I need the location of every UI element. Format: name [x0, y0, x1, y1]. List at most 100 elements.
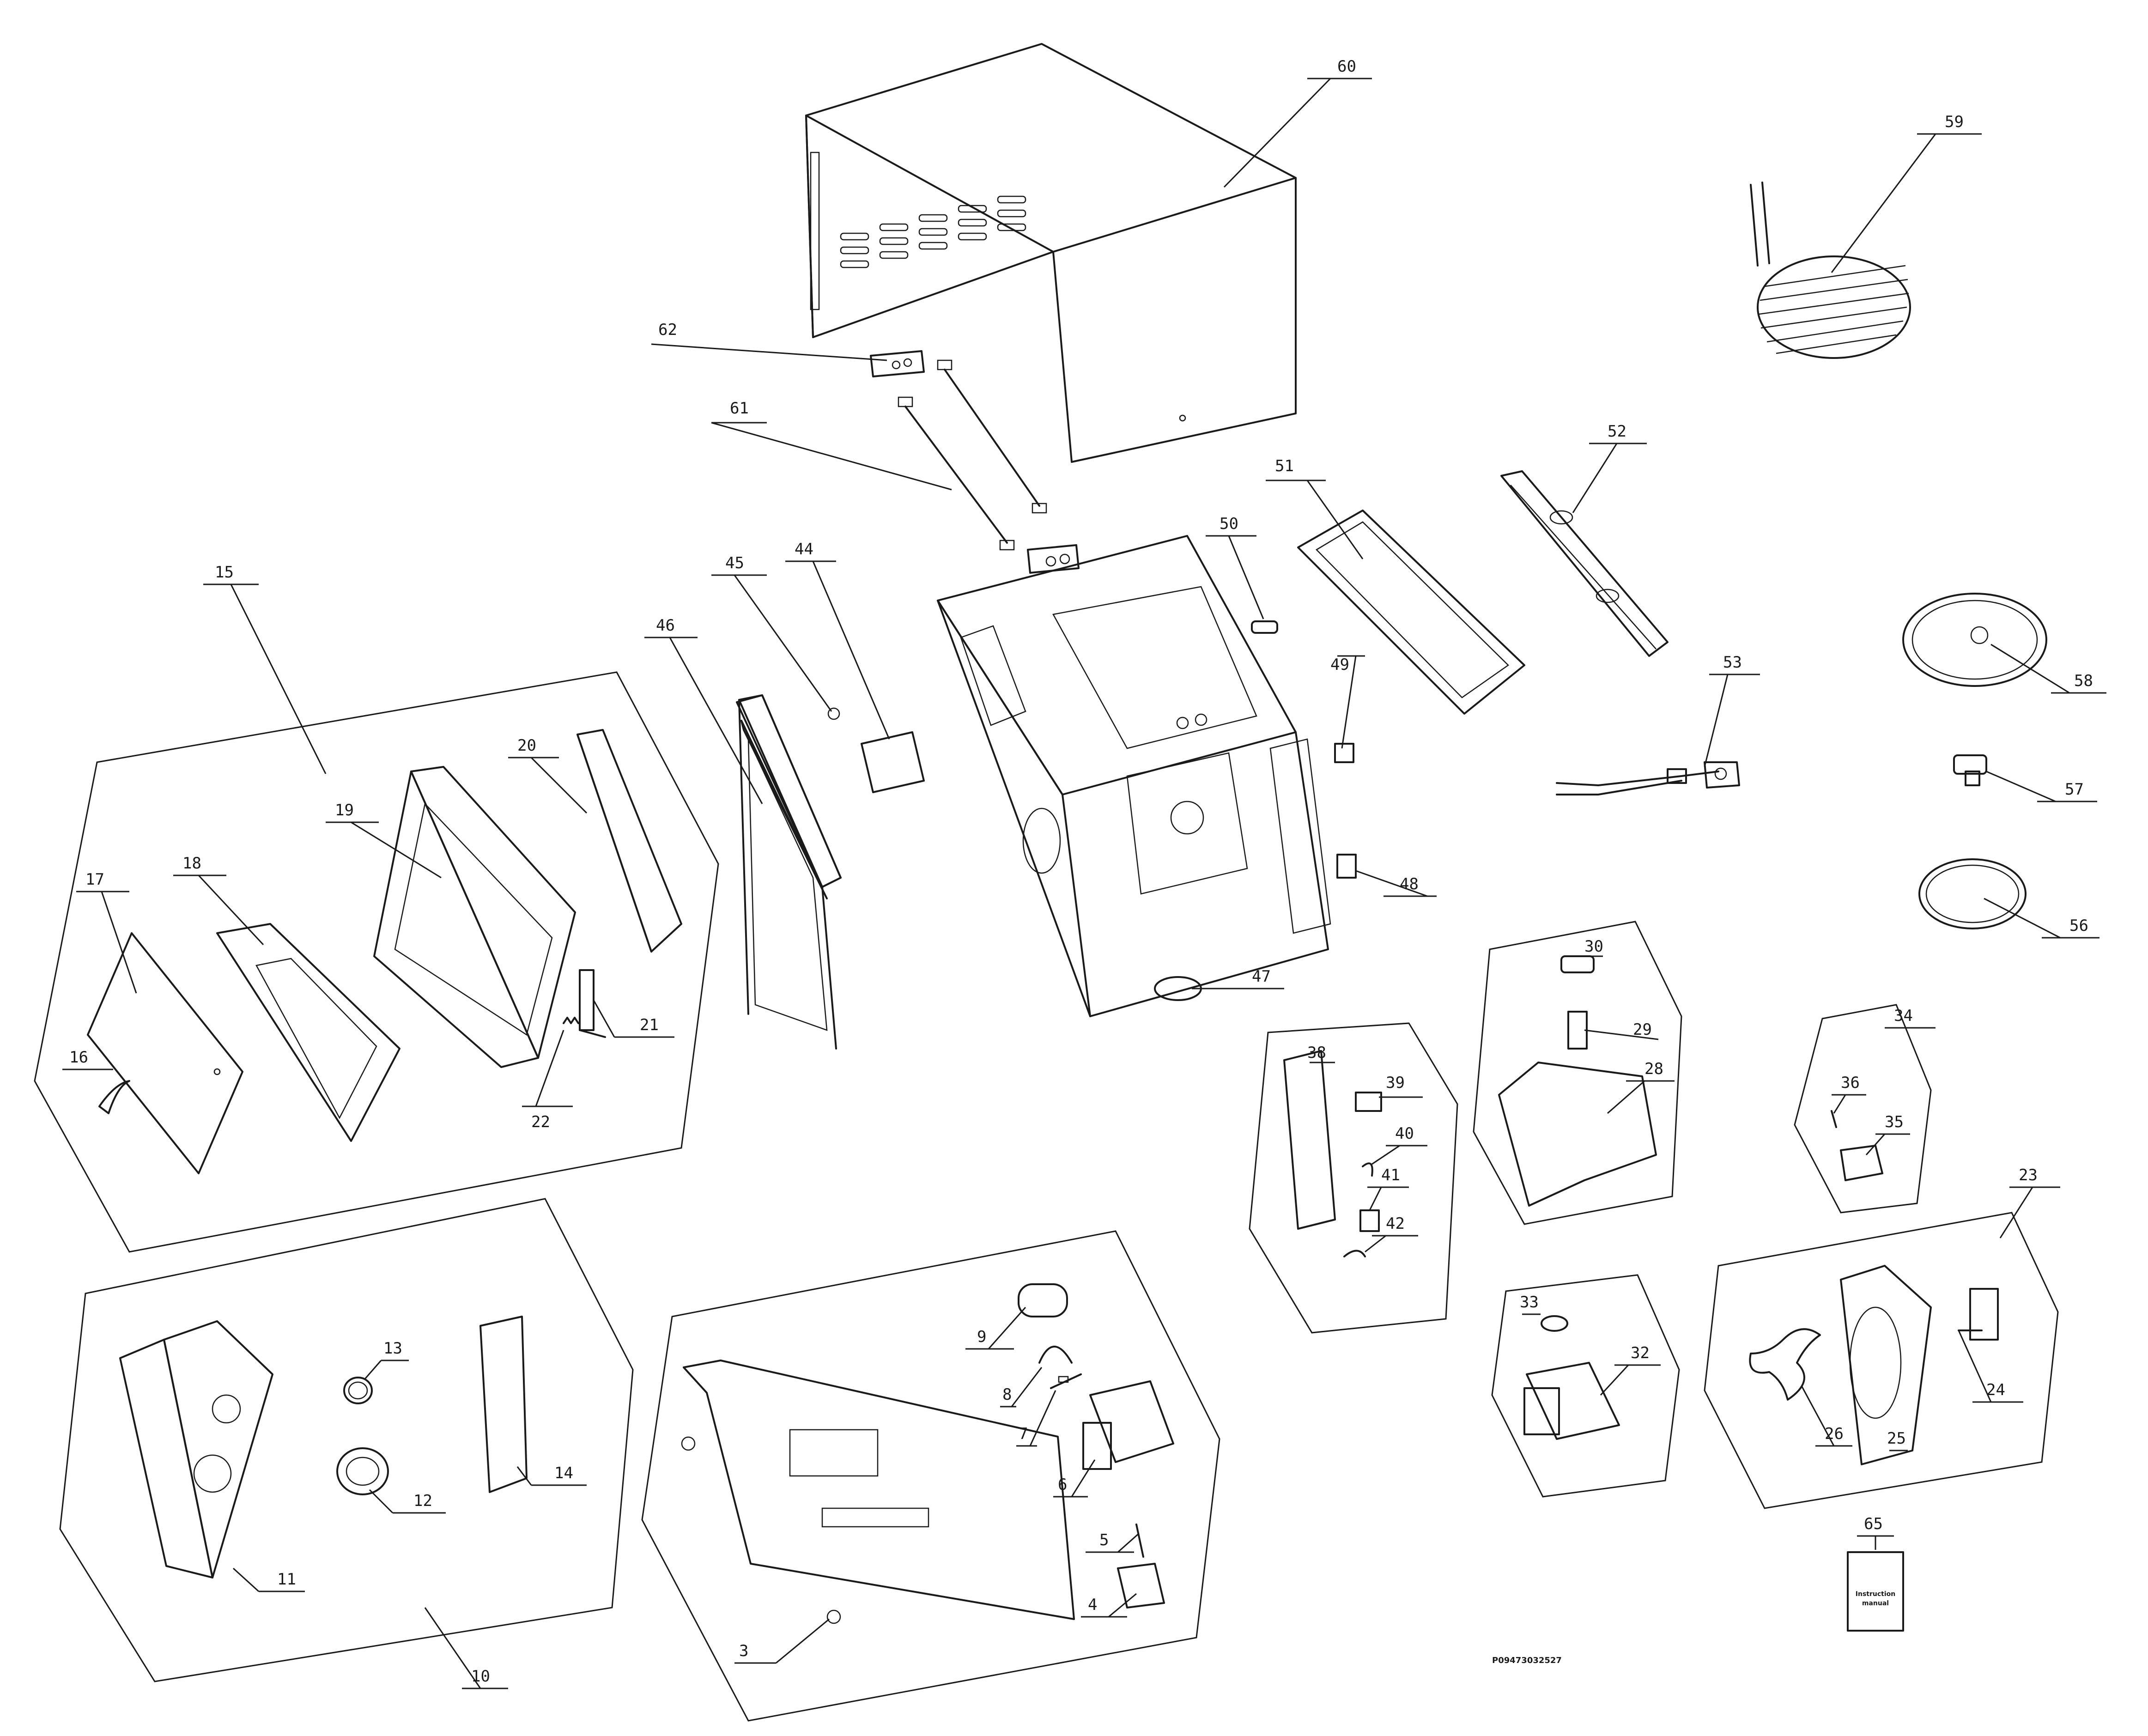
outer-case	[805, 43, 1297, 463]
callout-14: 14	[554, 1464, 573, 1482]
callout-9: 9	[977, 1328, 986, 1346]
callout-51: 51	[1275, 457, 1294, 475]
callout-46: 46	[656, 616, 675, 635]
waveguide	[1498, 1062, 1657, 1207]
callout-32: 32	[1631, 1344, 1650, 1362]
callout-57: 57	[2065, 780, 2084, 799]
callout-13: 13	[383, 1339, 402, 1358]
callout-44: 44	[795, 540, 813, 558]
door-hook	[579, 969, 606, 1038]
quartz-heater-tubes	[898, 359, 1047, 551]
callout-42: 42	[1386, 1214, 1405, 1233]
fan-motor	[1958, 1288, 1999, 1341]
callout-35: 35	[1885, 1113, 1904, 1131]
callout-19: 19	[335, 801, 354, 819]
callout-4: 4	[1088, 1596, 1097, 1614]
callout-15: 15	[215, 563, 234, 582]
callout-65: 65	[1864, 1515, 1883, 1533]
thermostat-group-outline	[1794, 1004, 1932, 1214]
callout-8: 8	[1002, 1385, 1012, 1404]
callout-33: 33	[1520, 1293, 1539, 1311]
control-panel-group-outline	[59, 1198, 634, 1682]
micro-switch-b	[1359, 1209, 1380, 1232]
callout-41: 41	[1381, 1166, 1400, 1184]
transformer	[1082, 1380, 1174, 1470]
thermostat-screw	[1831, 1110, 1837, 1128]
callout-50: 50	[1220, 515, 1238, 533]
callout-61: 61	[730, 399, 749, 418]
inner-door-frame	[373, 766, 576, 1068]
gasket	[1541, 1315, 1568, 1332]
callout-7: 7	[1019, 1425, 1028, 1443]
callout-48: 48	[1400, 875, 1419, 893]
power-cord	[1556, 761, 1740, 795]
callouts: 60 59 62 61 52 51 50 45 44 46 15 20	[62, 57, 2106, 1689]
callout-30: 30	[1584, 937, 1603, 956]
timer-knob	[343, 1377, 373, 1404]
callout-5: 5	[1099, 1531, 1109, 1549]
callout-10: 10	[471, 1667, 490, 1686]
capacitor-clamp	[1038, 1346, 1073, 1364]
micro-switch-a	[1355, 1092, 1382, 1112]
terminal-block	[1117, 1563, 1165, 1609]
timer-switch	[479, 1316, 528, 1493]
manual-label-line1: Instruction	[1856, 1590, 1895, 1598]
callout-21: 21	[640, 1016, 659, 1034]
callout-52: 52	[1608, 422, 1626, 441]
mica-cover	[861, 731, 925, 793]
callout-28: 28	[1644, 1060, 1663, 1078]
thermostat	[1840, 1145, 1883, 1181]
callout-22: 22	[531, 1113, 550, 1131]
callout-16: 16	[69, 1048, 88, 1067]
switch-actuator	[1343, 1250, 1366, 1257]
callout-34: 34	[1894, 1007, 1913, 1025]
document-code: P09473032527	[1492, 1656, 1562, 1665]
rear-bracket	[1500, 470, 1669, 657]
door-panel	[87, 932, 243, 1174]
callout-36: 36	[1841, 1074, 1860, 1092]
door-glass	[576, 729, 682, 953]
callout-62: 62	[658, 321, 677, 339]
callout-24: 24	[1986, 1381, 2005, 1399]
waveguide-group-outline	[1473, 921, 1682, 1225]
cavity-cover-plate	[1297, 510, 1525, 715]
switch-lever	[1362, 1162, 1373, 1177]
high-voltage-capacitor	[1018, 1283, 1068, 1317]
callout-29: 29	[1633, 1020, 1652, 1039]
manual-label-line2: manual	[1862, 1600, 1889, 1607]
callout-11: 11	[277, 1570, 296, 1589]
callout-38: 38	[1307, 1044, 1326, 1062]
turntable-coupler	[1953, 754, 1987, 786]
door-assembly-group-outline	[34, 671, 719, 1253]
callout-60: 60	[1337, 57, 1356, 76]
heater-bracket	[870, 350, 1080, 574]
magnetron-group-outline	[1491, 1274, 1680, 1498]
callout-3: 3	[739, 1642, 748, 1660]
small-clip	[827, 620, 1357, 879]
callout-56: 56	[2069, 917, 2088, 935]
door-handle	[98, 1080, 130, 1114]
callout-26: 26	[1825, 1425, 1844, 1443]
coupler-shaft	[1567, 1011, 1588, 1050]
high-voltage-diode	[1050, 1373, 1082, 1389]
base-plate-group-outline	[641, 1230, 1220, 1722]
base-plate	[681, 1360, 1075, 1624]
callout-45: 45	[725, 554, 744, 572]
callout-17: 17	[85, 870, 104, 889]
door-frame-front	[216, 923, 400, 1142]
door-switch-group-outline	[1249, 1022, 1458, 1334]
roller-ring	[1918, 858, 2027, 929]
glass-turntable	[1902, 593, 2047, 687]
callout-58: 58	[2074, 672, 2093, 690]
callout-40: 40	[1395, 1124, 1414, 1143]
callout-6: 6	[1058, 1475, 1067, 1494]
function-knob	[336, 1447, 389, 1495]
hook-spring	[563, 1017, 579, 1024]
callout-39: 39	[1386, 1074, 1405, 1092]
grill-rack	[1750, 182, 1911, 359]
motor-fan-group-outline	[1704, 1212, 2059, 1509]
fuse	[1135, 1524, 1144, 1558]
fan-motor-housing	[1840, 1265, 1932, 1465]
oven-cavity	[937, 535, 1331, 1017]
